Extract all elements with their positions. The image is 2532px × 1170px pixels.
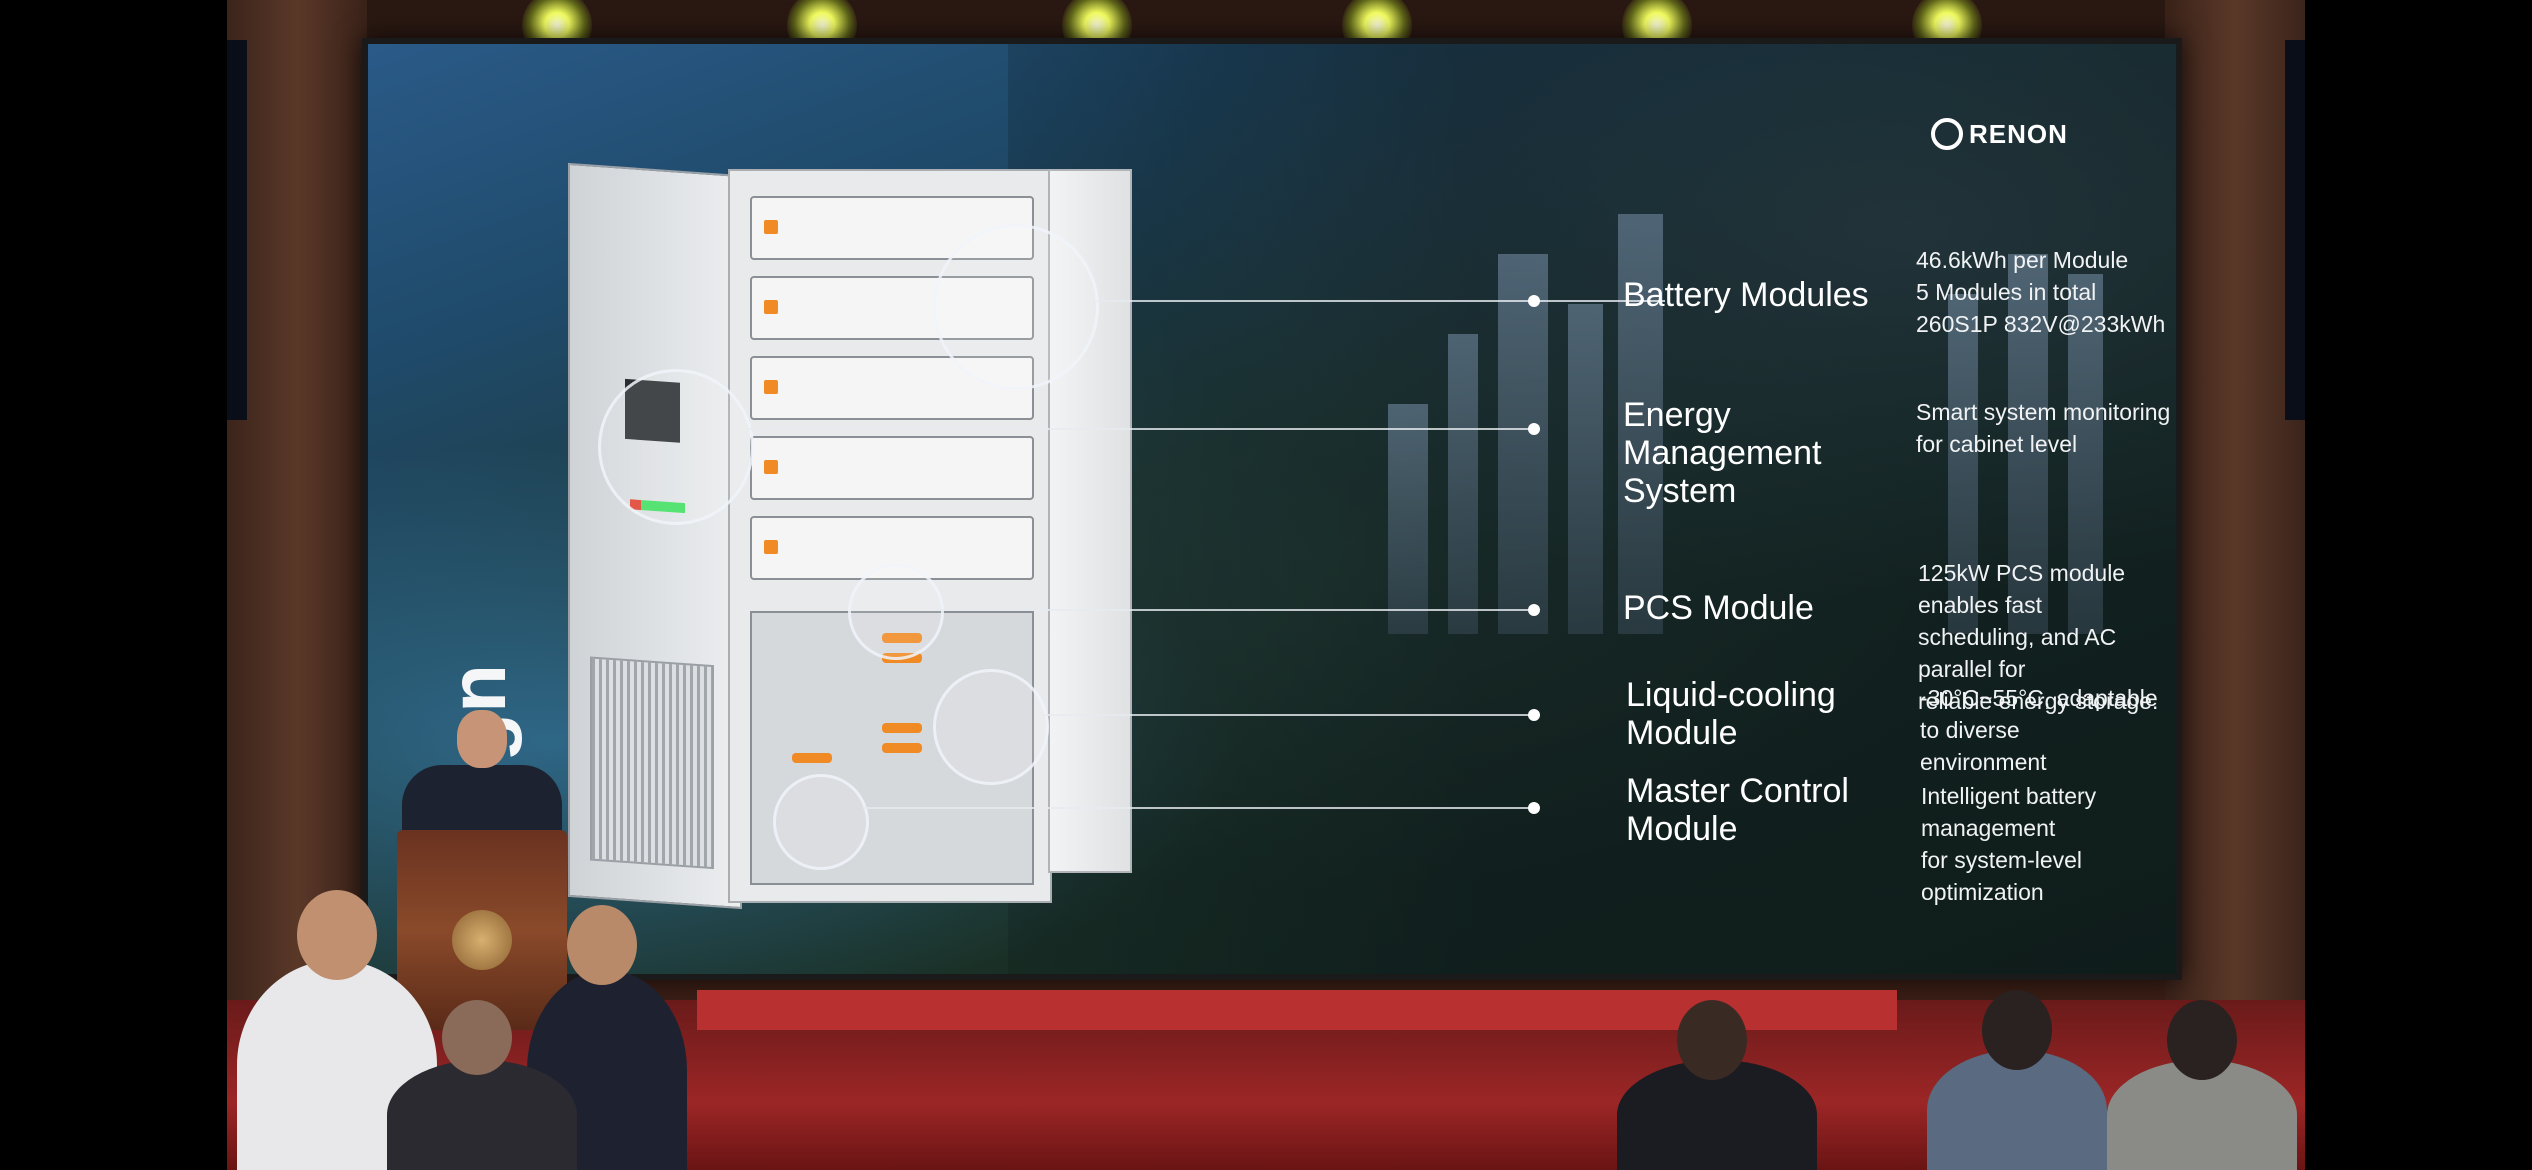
- desc-line: -30°C~55°C, adaptable to diverse: [1920, 685, 2158, 743]
- leader-line: [1093, 300, 1665, 302]
- desc-line: 5 Modules in total: [1916, 279, 2097, 305]
- tower: [1388, 404, 1428, 634]
- callout-circle-battery: [933, 224, 1099, 390]
- desc-line: for system-level optimization: [1921, 847, 2083, 905]
- callout-desc-energy-management-system: Smart system monitoring for cabinet leve…: [1916, 396, 2170, 460]
- audience-member: [1617, 1000, 1817, 1170]
- presenter: [402, 710, 562, 855]
- tower: [2008, 254, 2048, 634]
- leader-dot: [1528, 709, 1540, 721]
- audience-body: [387, 1060, 577, 1170]
- label-line: Master Control: [1626, 772, 1849, 810]
- audience-head: [567, 905, 637, 985]
- renon-logo-icon: [1931, 118, 1963, 150]
- leader-dot: [1528, 802, 1540, 814]
- audience-head: [2167, 1000, 2237, 1080]
- callout-desc-battery-modules: 46.6kWh per Module 5 Modules in total 26…: [1916, 244, 2165, 340]
- podium-emblem: [452, 910, 512, 970]
- label-line: Liquid-cooling: [1626, 676, 1836, 714]
- label-line: Management: [1623, 434, 1822, 472]
- podium: [397, 830, 567, 1030]
- audience-head: [1677, 1000, 1747, 1080]
- callout-circle-cooling: [933, 669, 1049, 785]
- desc-line: for cabinet level: [1916, 431, 2078, 457]
- tower: [2068, 274, 2103, 634]
- desc-line: scheduling, and AC parallel for: [1918, 624, 2117, 682]
- projection-screen: ign for Reliability: [362, 38, 2182, 980]
- callout-label-energy-management-system: Energy Management System: [1623, 396, 1821, 510]
- orange-cable: [792, 753, 832, 763]
- label-line: Energy: [1623, 396, 1731, 434]
- label-line: System: [1623, 472, 1737, 510]
- leader-line: [748, 428, 1538, 430]
- callout-desc-pcs-module: 125kW PCS module enables fast scheduling…: [1918, 557, 2176, 717]
- left-wall: [227, 0, 367, 1000]
- callout-desc-liquid-cooling-module: -30°C~55°C, adaptable to diverse environ…: [1920, 682, 2176, 778]
- callout-circle-master: [773, 774, 869, 870]
- desc-line: 260S1P 832V@233kWh: [1916, 311, 2166, 337]
- battery-module: [750, 436, 1034, 500]
- cabinet-door: [568, 162, 742, 910]
- desc-line: 125kW PCS module enables fast: [1918, 560, 2126, 618]
- label-line: Module: [1626, 714, 1738, 752]
- audience-head: [1982, 990, 2052, 1070]
- audience-member: [387, 1000, 577, 1170]
- leader-dot: [1528, 295, 1540, 307]
- tower: [1568, 304, 1603, 634]
- desc-line: reliable energy storage.: [1918, 688, 2159, 714]
- audience-head: [442, 1000, 512, 1075]
- desc-line: Intelligent battery management: [1921, 783, 2097, 841]
- tower: [1948, 294, 1978, 634]
- leader-line: [863, 807, 1538, 809]
- orange-cable: [882, 743, 922, 753]
- renon-logo: RENON: [1931, 114, 2068, 154]
- leader-line: [938, 609, 1538, 611]
- desc-line: environment: [1920, 749, 2047, 775]
- tower: [1448, 334, 1478, 634]
- renon-logo-text: RENON: [1969, 118, 2068, 149]
- desc-line: Smart system monitoring: [1916, 399, 2171, 425]
- callout-label-pcs-module: PCS Module: [1623, 589, 1814, 627]
- letterbox-right: [2305, 0, 2532, 1170]
- audience-body: [1927, 1050, 2107, 1170]
- leader-line: [1043, 714, 1538, 716]
- callout-circle-pcs: [848, 564, 944, 660]
- letterbox-left: [0, 0, 227, 1170]
- desc-line: 46.6kWh per Module: [1916, 247, 2129, 273]
- audience-head: [297, 890, 377, 980]
- tower: [1498, 254, 1548, 634]
- left-side-display: [227, 40, 247, 420]
- audience-member: [1927, 990, 2107, 1170]
- right-side-display: [2285, 40, 2305, 420]
- right-wall: [2165, 0, 2305, 1000]
- callout-label-liquid-cooling-module: Liquid-cooling Module: [1626, 676, 1836, 752]
- callout-label-master-control-module: Master Control Module: [1626, 772, 1849, 848]
- door-vent-grille: [590, 656, 714, 870]
- label-line: Battery Modules: [1623, 276, 1869, 314]
- audience-member: [2107, 1000, 2297, 1170]
- callout-label-battery-modules: Battery Modules: [1623, 276, 1869, 314]
- leader-dot: [1528, 423, 1540, 435]
- leader-dot: [1528, 604, 1540, 616]
- callout-desc-master-control-module: Intelligent battery management for syste…: [1921, 780, 2176, 908]
- presenter-head: [457, 710, 507, 768]
- orange-cable: [882, 723, 922, 733]
- label-line: PCS Module: [1623, 589, 1814, 627]
- tower: [1618, 214, 1663, 634]
- city-towers: [1368, 174, 2168, 634]
- label-line: Module: [1626, 810, 1738, 848]
- callout-circle-ems: [598, 369, 754, 525]
- banquet-hall-scene: ign for Reliability: [227, 0, 2305, 1170]
